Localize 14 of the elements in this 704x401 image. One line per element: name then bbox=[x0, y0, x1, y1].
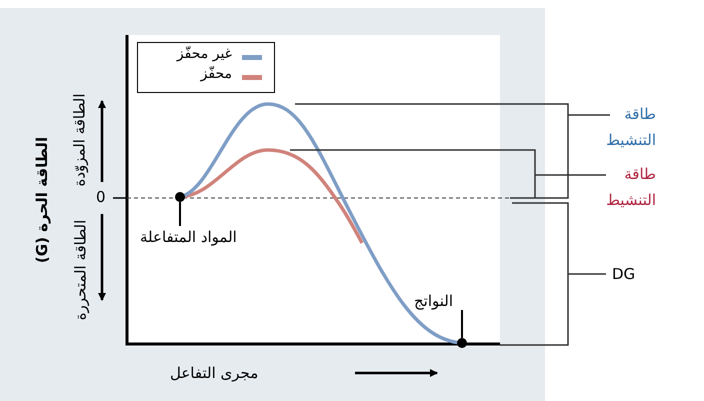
legend-label: محفّز bbox=[200, 66, 232, 83]
leader-line bbox=[461, 310, 463, 338]
axis-label: الطاقة المتحررة bbox=[71, 220, 89, 320]
node-label: النواتج bbox=[414, 292, 454, 310]
axis-label: الطاقة المزوّدة bbox=[71, 93, 89, 187]
bracket-label: DG bbox=[612, 265, 636, 283]
axis-title: الطاقة الحرة (G) bbox=[33, 136, 51, 264]
axis-title: مجرى التفاعل bbox=[170, 364, 258, 382]
bracket-label: طاقة التنشيط bbox=[605, 164, 656, 210]
bracket-label: طاقة التنشيط bbox=[605, 104, 656, 150]
tick-label: 0 bbox=[96, 188, 106, 206]
legend-label: غير محفّز bbox=[176, 46, 232, 63]
leader-line bbox=[179, 202, 181, 226]
node-label: المواد المتفاعلة bbox=[140, 228, 237, 246]
